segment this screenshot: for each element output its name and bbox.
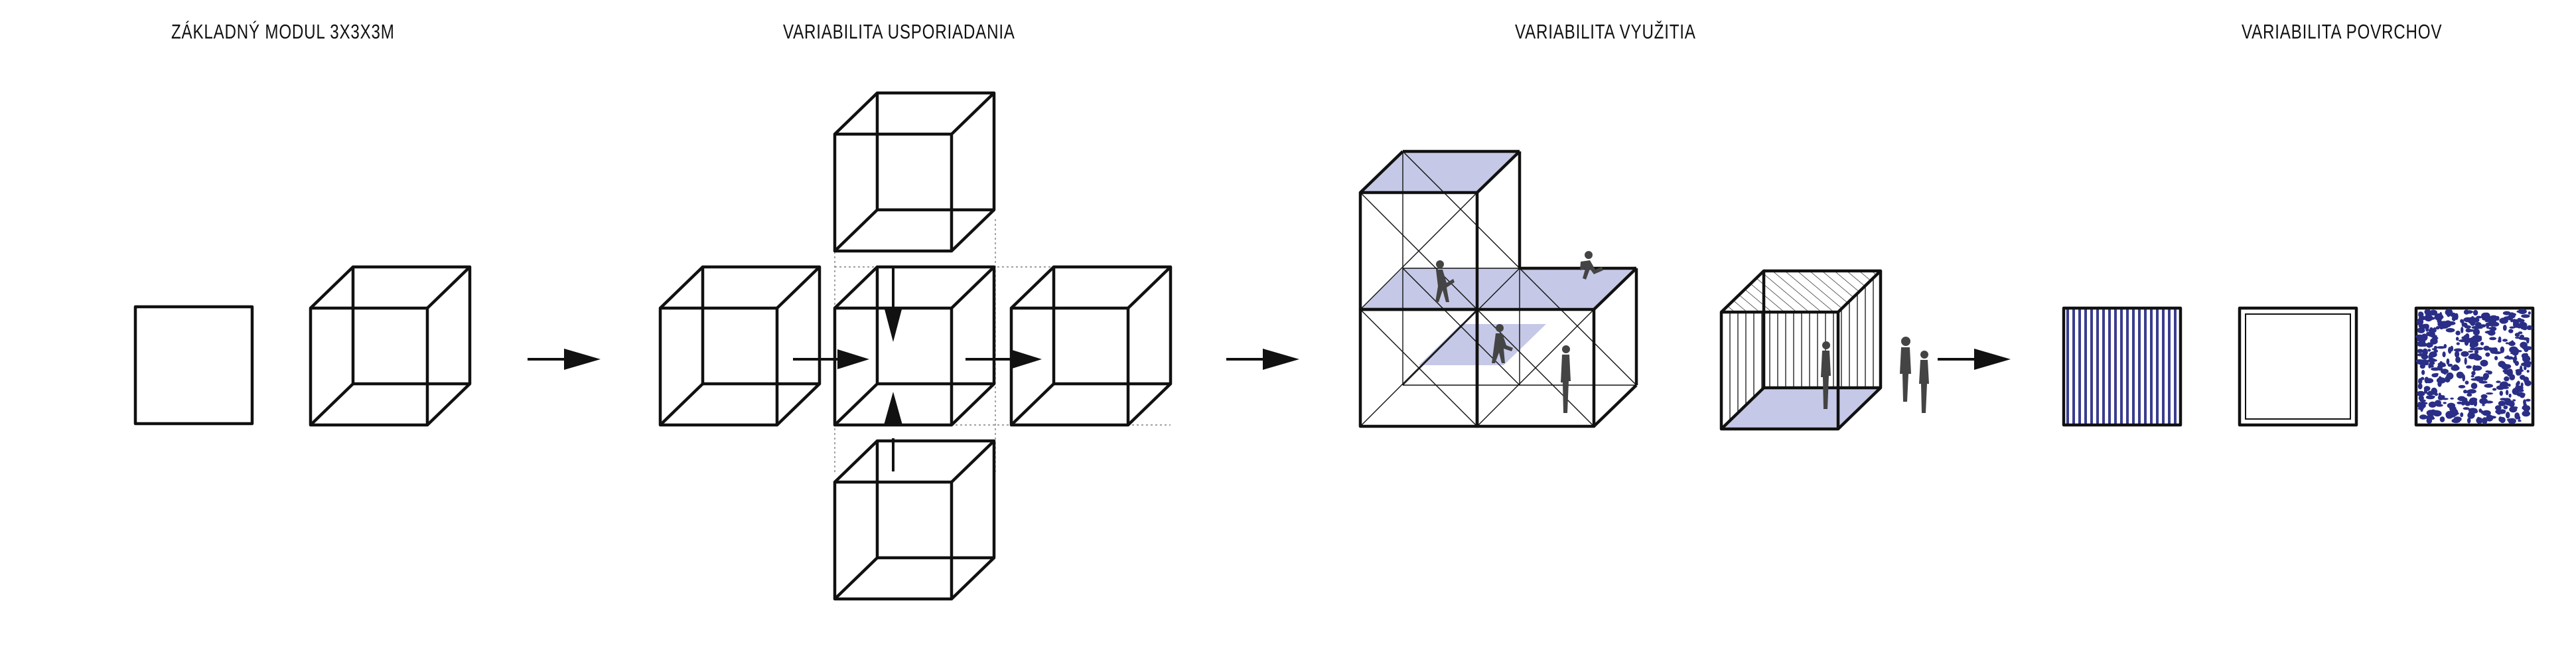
person-icon bbox=[1561, 345, 1571, 413]
title-basic-module: ZÁKLADNÝ MODUL 3X3X3M bbox=[171, 20, 395, 43]
cube-left bbox=[658, 265, 822, 427]
arrow-right-icon bbox=[793, 349, 869, 369]
module-square bbox=[133, 305, 254, 426]
surface-striped bbox=[2062, 306, 2182, 427]
cube-bottom bbox=[833, 439, 996, 601]
arrow-down-icon bbox=[884, 266, 902, 342]
arrow-right-icon bbox=[966, 349, 1042, 369]
arrow-right-icon bbox=[1226, 349, 1299, 370]
surface-plain bbox=[2238, 306, 2358, 427]
hatched-module bbox=[1719, 269, 1883, 431]
person-icon bbox=[1821, 341, 1831, 409]
person-icon bbox=[1900, 337, 1911, 402]
module-cube bbox=[309, 265, 472, 427]
person-icon bbox=[1435, 260, 1455, 302]
cube-right bbox=[1009, 265, 1173, 427]
title-surfaces: VARIABILITA POVRCHOV bbox=[2242, 20, 2443, 43]
surface-textured bbox=[2414, 306, 2535, 427]
title-arrangement: VARIABILITA USPORIADANIA bbox=[783, 20, 1015, 43]
person-icon bbox=[1492, 324, 1513, 363]
title-usage: VARIABILITA VYUŽITIA bbox=[1515, 20, 1696, 43]
person-icon bbox=[1919, 351, 1929, 413]
arrow-right-icon bbox=[1938, 349, 2011, 370]
cube-top bbox=[833, 91, 996, 253]
person-icon bbox=[1580, 251, 1603, 280]
cube-center bbox=[833, 265, 996, 427]
stacked-modules bbox=[1358, 149, 1638, 428]
arrow-up-icon bbox=[884, 392, 902, 471]
alignment-guides bbox=[834, 219, 1171, 475]
arrow-right-icon bbox=[528, 349, 601, 370]
